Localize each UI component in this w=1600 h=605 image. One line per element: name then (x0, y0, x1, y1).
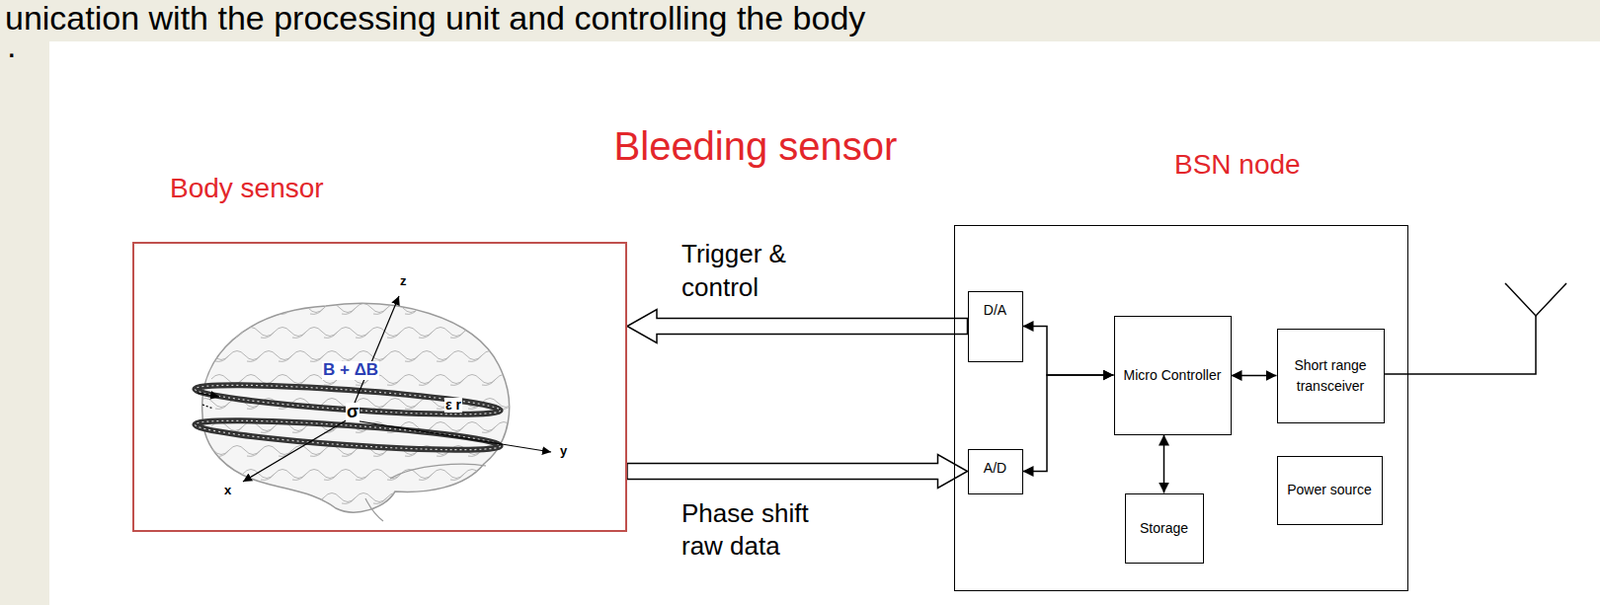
box-heading: BSN node (1174, 149, 1301, 181)
gyrus-stroke (337, 327, 370, 339)
gyrus-stroke (229, 446, 261, 458)
gyrus-stroke (292, 446, 324, 458)
box-text: D/A (983, 300, 1007, 321)
gyrus-stroke (355, 351, 388, 363)
gyrus-stroke (323, 351, 356, 363)
gyrus-stroke (432, 470, 465, 481)
gyrus-stroke (432, 375, 465, 387)
figure-label: σ (345, 402, 360, 423)
gyrus-stroke (260, 304, 293, 316)
edge-label: Phase shift raw data (681, 497, 830, 565)
gyrus-stroke (450, 304, 482, 316)
slide-text: . (5, 27, 17, 65)
gyrus-stroke (355, 304, 388, 316)
gyrus-stroke (306, 327, 338, 339)
gyrus-stroke (481, 493, 514, 505)
system-box: BSN nodeD/AA/DMicro ControllerShort rang… (954, 225, 1409, 592)
block-box: D/A (967, 291, 1024, 363)
gyrus-stroke (260, 493, 293, 505)
gyrus-stroke (274, 470, 307, 481)
block-box: Micro Controller (1114, 316, 1232, 436)
gyrus-stroke (418, 304, 451, 316)
brain-stem (365, 498, 384, 522)
gyrus-stroke (495, 470, 528, 481)
gyrus-stroke (400, 327, 433, 339)
gyrus-stroke (274, 327, 307, 339)
slide-text: unication with the processing unit and c… (3, 0, 867, 37)
gyrus-stroke (400, 375, 433, 387)
gyrus-stroke (495, 422, 528, 434)
box-text: Storage (1139, 518, 1189, 540)
system-box: Body sensor (132, 241, 628, 533)
signal-arrow (627, 310, 968, 344)
figure-label: z (399, 274, 408, 289)
gyrus-stroke (387, 399, 419, 410)
block-box: Storage (1124, 493, 1204, 564)
bus-connector (1023, 326, 1115, 377)
gyrus-stroke (450, 351, 482, 363)
gyrus-stroke (355, 399, 388, 410)
gyrus-stroke (229, 351, 261, 363)
gyrus-stroke (369, 470, 401, 481)
gyrus-stroke (292, 351, 324, 363)
gyrus-stroke (464, 327, 496, 339)
gyrus-stroke (306, 470, 338, 481)
gyrus-stroke (432, 327, 465, 339)
gyrus-stroke (464, 470, 496, 481)
gyrus-stroke (464, 375, 496, 387)
bus-connector (1163, 435, 1166, 494)
edge-label: Trigger & control (681, 238, 810, 306)
figure-label: B + ΔB (321, 361, 380, 381)
gyrus-stroke (229, 304, 261, 316)
gyrus-stroke (418, 493, 451, 505)
signal-arrow (627, 455, 968, 489)
gyrus-stroke (323, 304, 356, 316)
figure-label: ε r (444, 398, 463, 413)
gyrus-stroke (450, 493, 482, 505)
gyrus-stroke (229, 493, 261, 505)
gyrus-stroke (400, 470, 433, 481)
gyrus-stroke (211, 470, 243, 481)
box-text: A/D (983, 458, 1007, 480)
gyrus-stroke (495, 375, 528, 387)
gyrus-stroke (197, 351, 230, 363)
gyrus-stroke (211, 327, 243, 339)
block-box: A/D (967, 449, 1024, 495)
gyrus-stroke (355, 493, 388, 505)
box-text: Micro Controller (1123, 365, 1222, 387)
gyrus-stroke (242, 327, 275, 339)
box-text: Short range transceiver (1281, 355, 1380, 398)
brain-outline (202, 304, 510, 513)
gyrus-stroke (337, 470, 370, 481)
bus-connector (1023, 375, 1115, 473)
box-heading: Body sensor (169, 172, 324, 205)
gyrus-stroke (387, 351, 419, 363)
coil (194, 379, 502, 457)
bus-connector (1231, 375, 1278, 378)
gyrus-stroke (481, 304, 514, 316)
axes (197, 296, 552, 482)
diagram-title: Bleeding sensor (459, 124, 1052, 169)
antenna (1382, 283, 1567, 375)
gyrus-stroke (323, 493, 356, 505)
gyrus-stroke (292, 493, 324, 505)
gyrus-stroke (481, 351, 514, 363)
gyrus-stroke (197, 304, 230, 316)
gyrus-stroke (387, 493, 419, 505)
gyrus-stroke (418, 351, 451, 363)
figure-label: y (559, 444, 568, 459)
box-text: Power source (1286, 480, 1372, 501)
gyrus-stroke (197, 446, 230, 458)
gyrus-stroke (464, 422, 496, 434)
figure-label: x (223, 483, 233, 498)
cerebellum (390, 464, 486, 480)
gyrus-stroke (292, 304, 324, 316)
gyrus-stroke (495, 327, 528, 339)
block-box: Short range transceiver (1277, 328, 1385, 424)
gyrus-stroke (260, 351, 293, 363)
block-box: Power source (1277, 456, 1383, 526)
